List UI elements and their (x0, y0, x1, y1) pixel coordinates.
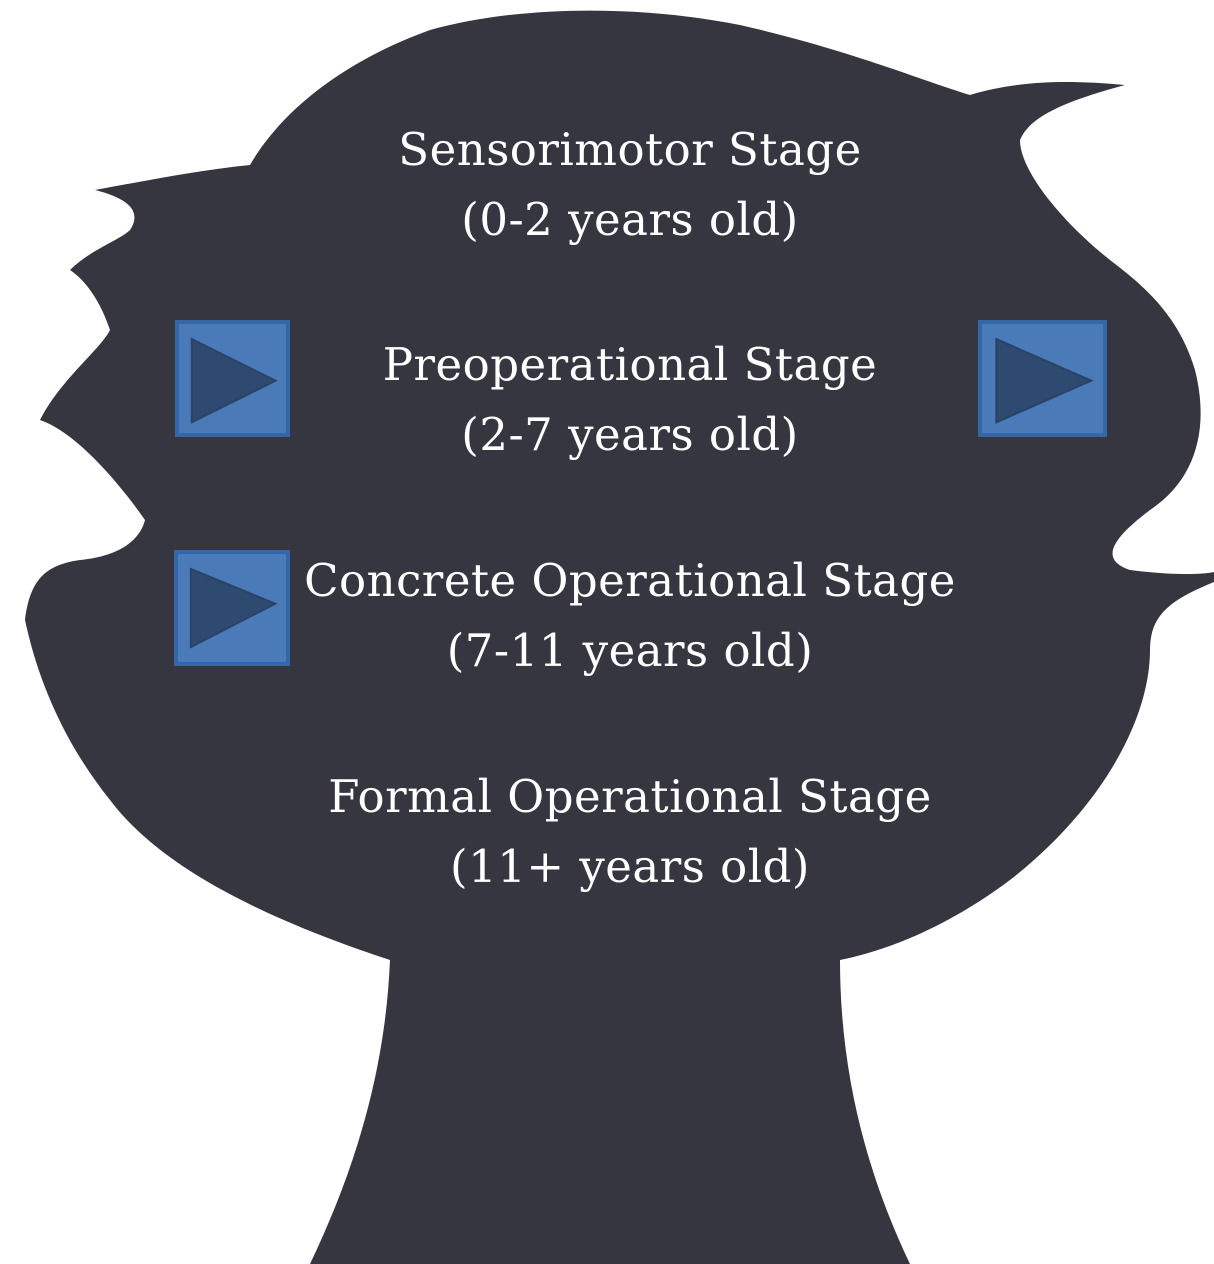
play-icon (189, 567, 278, 649)
preoperational-stage-label: Preoperational Stage (2-7 years old) (230, 330, 1030, 470)
stage-age: (0-2 years old) (461, 193, 799, 246)
stage-name: Formal Operational Stage (328, 770, 932, 823)
preoperational-right-play-button[interactable] (978, 320, 1107, 437)
sensorimotor-stage-label: Sensorimotor Stage (0-2 years old) (230, 115, 1030, 255)
formal-operational-stage-label: Formal Operational Stage (11+ years old) (230, 762, 1030, 902)
concrete-operational-play-button[interactable] (174, 550, 290, 666)
stage-name: Sensorimotor Stage (398, 123, 862, 176)
stage-age: (7-11 years old) (446, 624, 814, 677)
stage-name: Concrete Operational Stage (304, 554, 956, 607)
stage-name: Preoperational Stage (382, 338, 878, 391)
play-icon (190, 337, 278, 424)
stage-age: (11+ years old) (450, 840, 810, 893)
stage-age: (2-7 years old) (461, 408, 799, 461)
concrete-operational-stage-label: Concrete Operational Stage (7-11 years o… (230, 546, 1030, 686)
preoperational-left-play-button[interactable] (175, 320, 290, 437)
play-icon (995, 337, 1094, 424)
